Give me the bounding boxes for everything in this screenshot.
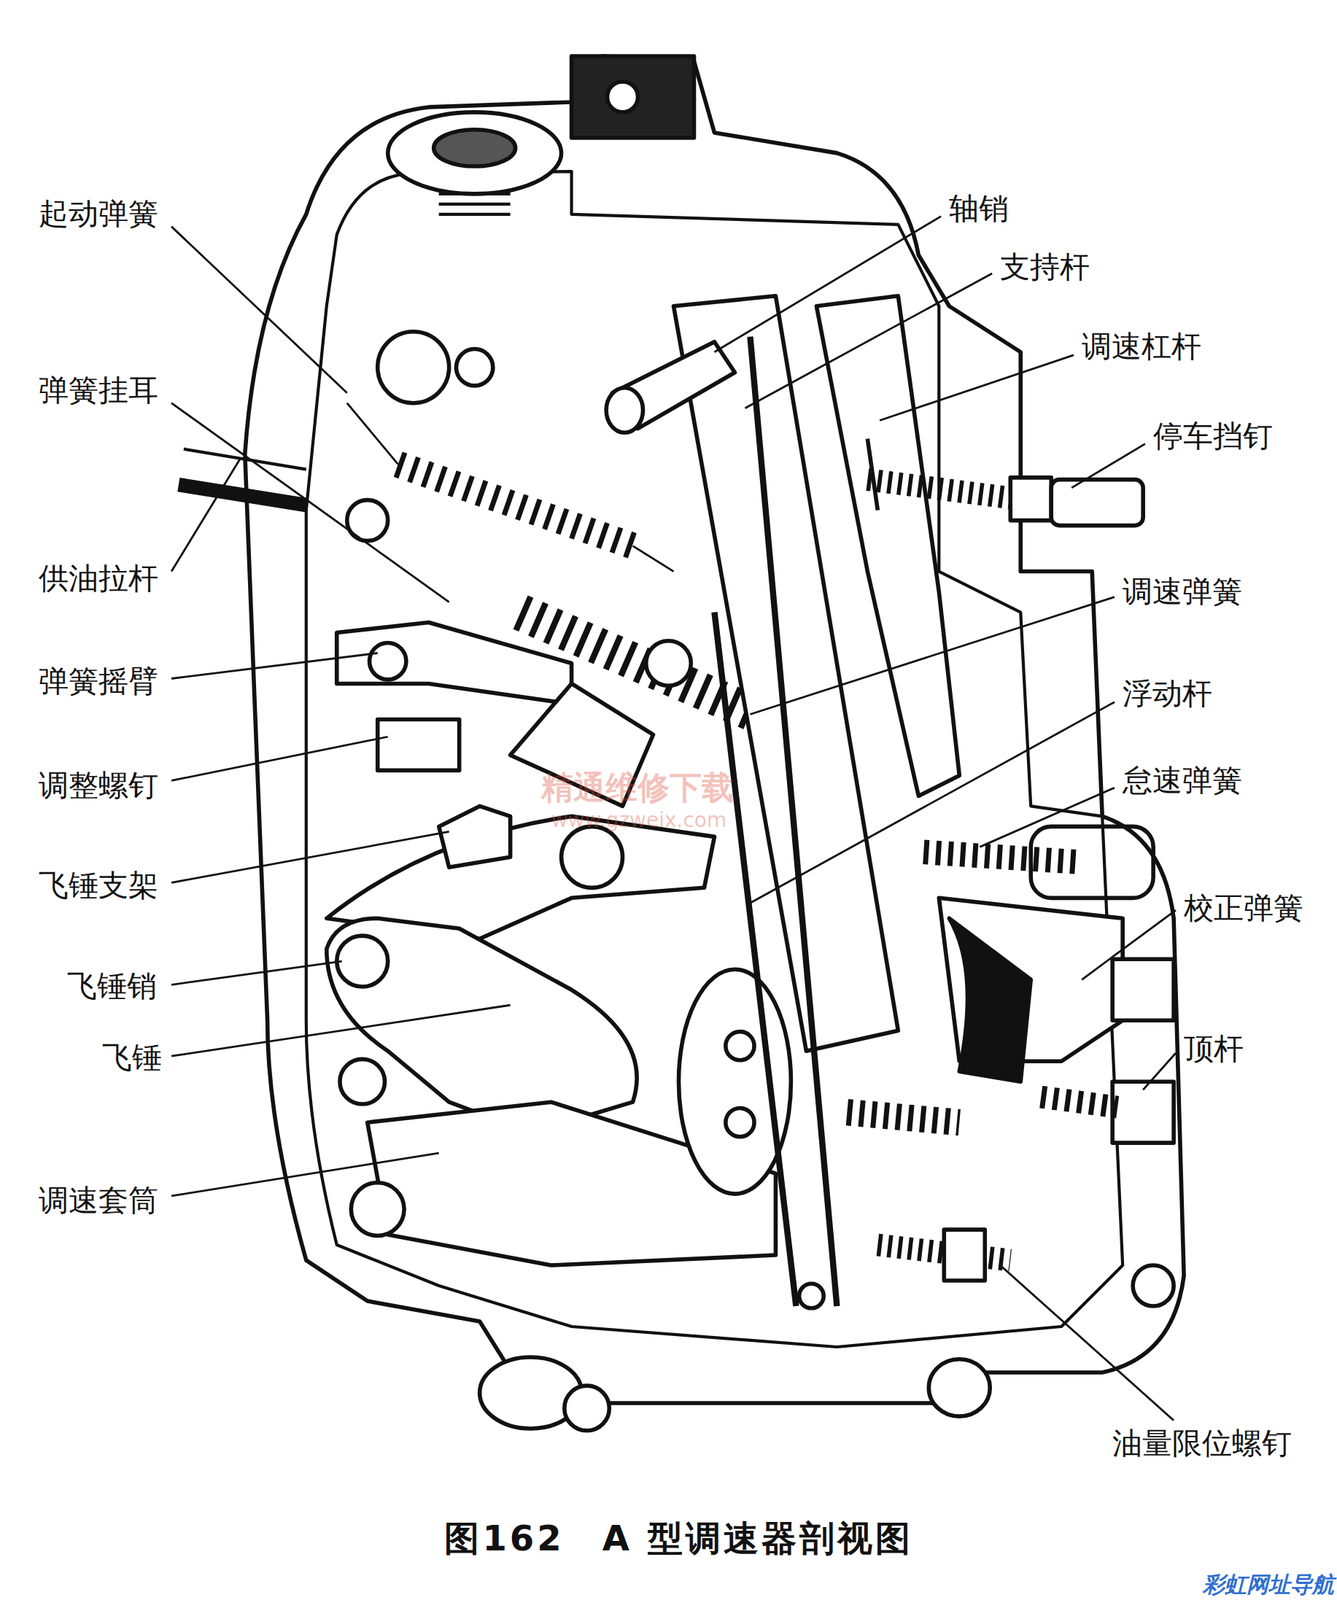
spring-rocker — [336, 622, 572, 705]
part-label: 弹簧摇臂 — [38, 664, 159, 699]
pivot — [347, 500, 389, 542]
top-bracket — [571, 56, 695, 138]
lever-pin — [725, 1032, 755, 1061]
floating-lever — [749, 336, 837, 1307]
supply-rod-line — [183, 449, 307, 470]
idle-spring — [923, 851, 1082, 863]
leader-line — [749, 702, 1115, 904]
leader-line — [171, 226, 348, 394]
leader-line — [171, 961, 343, 985]
leader-line — [879, 355, 1074, 421]
bracket-hole — [607, 81, 639, 113]
part-label: 飞锤支架 — [38, 868, 159, 904]
lever-pin — [725, 1108, 755, 1138]
leader-line — [1081, 910, 1176, 980]
hex-nut — [1112, 1081, 1174, 1143]
part-label: 校正弹簧 — [1183, 891, 1304, 926]
hex-nut — [1112, 959, 1174, 1021]
bushing — [561, 826, 623, 888]
side-bolt — [1132, 1265, 1174, 1307]
idle-housing — [1030, 826, 1154, 898]
push-rod-spring — [1040, 1097, 1118, 1108]
housing — [245, 56, 1184, 1404]
pivot — [646, 641, 692, 687]
pin — [455, 349, 493, 386]
figure-caption: 图162 A 型调速器剖视图 — [444, 1518, 913, 1559]
leader-line — [171, 459, 240, 572]
part-label: 支持杆 — [1000, 250, 1090, 285]
part-label: 油量限位螺钉 — [1112, 1426, 1292, 1461]
stop-screw — [867, 479, 1011, 499]
part-label: 浮动杆 — [1122, 676, 1213, 712]
watermark: 精通维修下载 — [541, 769, 734, 807]
part-label: 调整螺钉 — [38, 768, 159, 804]
watermark: www.gzweix.com — [551, 808, 728, 833]
bottom-screw — [564, 1385, 610, 1432]
leader-line — [1142, 1053, 1176, 1090]
leader-line — [1000, 1265, 1174, 1421]
sleeve-pin — [350, 1183, 405, 1237]
leader-line — [171, 1005, 511, 1057]
governor-lever — [816, 296, 960, 797]
part-label: 轴销 — [948, 191, 1009, 227]
floating-lever — [714, 612, 796, 1307]
flyweight-pin — [336, 935, 389, 987]
part-label: 飞锤 — [102, 1040, 162, 1076]
spring-lug-screw — [377, 331, 450, 404]
part-label: 调速杠杆 — [1081, 329, 1202, 364]
rocker-pin — [369, 643, 407, 680]
part-label: 起动弹簧 — [38, 196, 159, 232]
adjusting-screw — [377, 719, 460, 771]
part-label: 顶杆 — [1183, 1032, 1244, 1067]
leader-line — [744, 273, 992, 409]
part-label: 飞锤销 — [67, 969, 157, 1004]
leader-line — [171, 736, 389, 781]
part-label: 调速套筒 — [38, 1183, 159, 1219]
supply-rod — [178, 485, 307, 506]
correction-spring — [846, 1112, 960, 1123]
torque-dark — [948, 918, 1031, 1082]
leader-line — [979, 787, 1115, 847]
leader-line — [749, 597, 1115, 715]
housing-inner — [306, 171, 1123, 1348]
part-label: 怠速弹簧 — [1122, 763, 1243, 798]
lever-pin — [799, 1283, 825, 1309]
governor-disc — [678, 969, 791, 1195]
part-label: 弹簧挂耳 — [38, 373, 159, 408]
filler-cap — [388, 112, 562, 195]
watermark: 彩虹网址导航 — [1202, 1572, 1335, 1599]
leader-line — [171, 831, 450, 883]
flyweight-pin — [339, 1059, 386, 1105]
part-label: 调速弹簧 — [1122, 574, 1243, 610]
part-label: 停车挡钉 — [1153, 419, 1273, 454]
stop-cap — [1051, 479, 1143, 526]
limit-nut — [943, 1229, 985, 1281]
leader-line — [714, 216, 941, 353]
filler-thread — [439, 194, 511, 215]
axle-pin-end — [606, 388, 643, 434]
leader-line — [171, 653, 378, 680]
leader-line — [171, 403, 450, 603]
filler-cap-hole — [433, 129, 516, 167]
bottom-lug — [928, 1359, 990, 1417]
leader-line — [171, 1153, 440, 1197]
leader-line — [1071, 444, 1146, 488]
stop-nut — [1010, 477, 1052, 521]
starting-spring — [398, 464, 634, 547]
part-label: 供油拉杆 — [38, 561, 159, 596]
carrier-block — [439, 805, 511, 868]
